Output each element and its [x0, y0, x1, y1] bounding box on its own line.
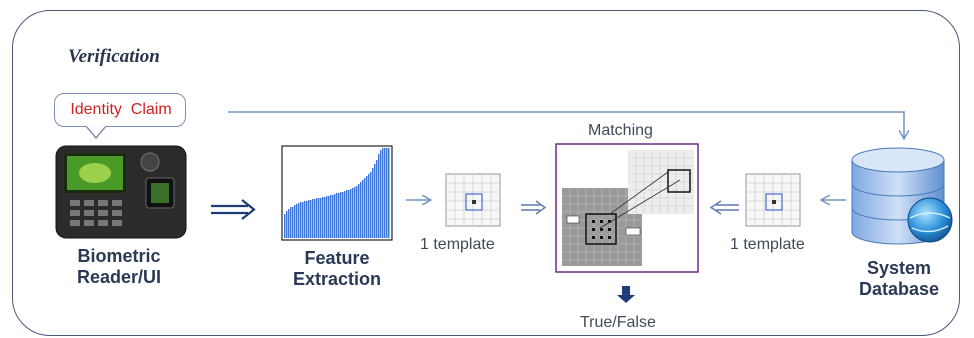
histogram-bar — [344, 191, 346, 238]
histogram-bar — [372, 168, 374, 238]
histogram-bar — [340, 192, 342, 238]
histogram-bar — [296, 204, 298, 238]
verification-frame — [12, 10, 960, 336]
identity-claim-label: Identity Claim — [70, 101, 172, 118]
template-left-icon — [445, 173, 501, 227]
histogram-bar — [298, 203, 300, 238]
histogram-bar — [326, 196, 328, 238]
bubble-tail — [85, 125, 107, 140]
histogram-bar — [332, 195, 334, 238]
histogram-bar — [322, 197, 324, 238]
result-label: True/False — [580, 314, 656, 331]
histogram-bar — [320, 198, 322, 238]
histogram-bar — [352, 188, 354, 238]
histogram-bar — [318, 198, 320, 238]
histogram-bar — [366, 176, 368, 238]
histogram-bar — [346, 190, 348, 238]
database-cylinder — [851, 147, 953, 245]
histogram-bar — [374, 164, 376, 238]
histogram-bar — [356, 186, 358, 238]
feature-extraction-label: Feature Extraction — [272, 248, 402, 290]
histogram-bar — [284, 214, 286, 238]
histogram-bar — [308, 200, 310, 238]
histogram-bar — [336, 193, 338, 238]
system-database-label-line1: System — [866, 258, 932, 278]
template-to-matching-arrow — [521, 200, 547, 215]
histogram-bar — [358, 184, 360, 238]
histogram-bar — [382, 148, 384, 238]
template-right-label: 1 template — [730, 236, 805, 253]
histogram-bar — [288, 209, 290, 238]
claim-to-database-arrow — [228, 111, 904, 138]
histogram-bar — [380, 150, 382, 238]
diagram-title: Verification — [68, 46, 160, 67]
histogram-bar — [324, 197, 326, 238]
histogram-bar — [362, 180, 364, 238]
histogram-bar — [306, 201, 308, 238]
system-database-label: System Database — [846, 258, 952, 300]
histogram-bar — [384, 148, 386, 238]
histogram-bar — [338, 193, 340, 238]
feature-extraction-label-line1: Feature — [304, 248, 370, 268]
histogram-bar — [360, 182, 362, 238]
histogram-bar — [386, 148, 388, 238]
histogram-bar — [354, 187, 356, 238]
histogram-bar — [388, 148, 390, 238]
histogram-bar — [310, 200, 312, 238]
matching-result-arrow — [617, 286, 635, 303]
histogram-bar — [286, 211, 288, 238]
histogram-bar — [348, 190, 350, 238]
histogram-bar — [350, 189, 352, 238]
histogram-bar — [302, 202, 304, 238]
histogram-bar — [368, 174, 370, 238]
feature-extraction-label-line2: Extraction — [292, 269, 382, 289]
matching-label: Matching — [588, 122, 653, 139]
feature-histogram-bars — [284, 148, 390, 238]
histogram-bar — [292, 207, 294, 238]
histogram-bar — [312, 199, 314, 238]
histogram-bar — [328, 196, 330, 238]
histogram-bar — [290, 207, 292, 238]
matching-box — [555, 143, 699, 273]
template-right-icon — [745, 173, 801, 227]
histogram-bar — [378, 154, 380, 238]
histogram-bar — [376, 160, 378, 238]
database-template-to-matching-arrow — [709, 200, 739, 215]
template-left-label: 1 template — [420, 236, 495, 253]
histogram-bar — [316, 198, 318, 238]
histogram-bar — [314, 199, 316, 238]
biometric-reader-label-line2: Reader/UI — [76, 267, 162, 287]
histogram-bar — [304, 201, 306, 238]
system-database-label-line2: Database — [858, 279, 940, 299]
biometric-reader-label: Biometric Reader/UI — [52, 246, 186, 288]
histogram-bar — [334, 194, 336, 238]
biometric-reader-device — [55, 145, 187, 239]
histogram-bar — [342, 192, 344, 238]
histogram-bar — [330, 195, 332, 238]
identity-claim-bubble: Identity Claim — [54, 93, 186, 127]
histogram-bar — [294, 205, 296, 238]
histogram-bar — [364, 178, 366, 238]
histogram-bar — [370, 172, 372, 238]
reader-to-extraction-arrow — [211, 199, 256, 220]
biometric-reader-label-line1: Biometric — [77, 246, 161, 266]
histogram-bar — [300, 202, 302, 238]
